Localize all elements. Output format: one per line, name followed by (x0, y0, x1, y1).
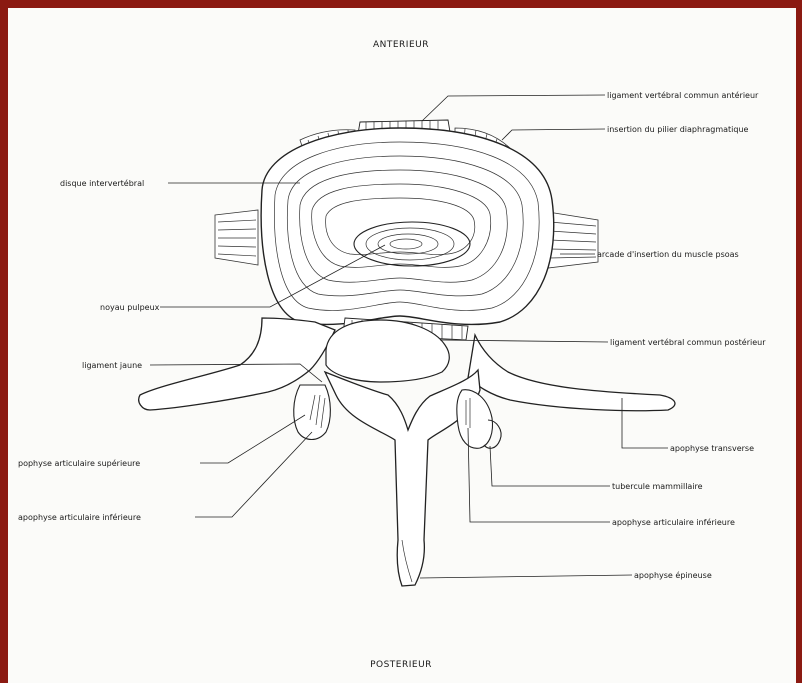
label-psoas: arcade d'insertion du muscle psoas (597, 250, 739, 259)
label-tubercule: tubercule mammillaire (612, 482, 703, 491)
label-noyau: noyau pulpeux (100, 303, 160, 312)
psoas-arcade-left (215, 210, 258, 265)
label-ligament-posterieur: ligament vertébral commun postérieur (610, 337, 766, 347)
label-art-inf-right: apophyse articulaire inférieure (612, 517, 735, 527)
psoas-arcade-right (548, 212, 598, 268)
label-epineuse: apophyse épineuse (634, 570, 712, 580)
label-posterieur: POSTERIEUR (370, 660, 432, 670)
label-pilier: insertion du pilier diaphragmatique (607, 125, 749, 134)
label-art-inf-left: apophyse articulaire inférieure (18, 512, 141, 522)
posterior-arch (139, 318, 675, 586)
label-transverse: apophyse transverse (670, 444, 754, 453)
label-art-sup: pophyse articulaire supérieure (18, 458, 140, 468)
label-ligament-anterieur: ligament vertébral commun antérieur (607, 90, 759, 100)
label-ligament-jaune: ligament jaune (82, 361, 142, 370)
label-disque: disque intervertébral (60, 178, 144, 188)
intervertebral-disc (261, 128, 554, 324)
label-anterieur: ANTERIEUR (373, 40, 429, 50)
